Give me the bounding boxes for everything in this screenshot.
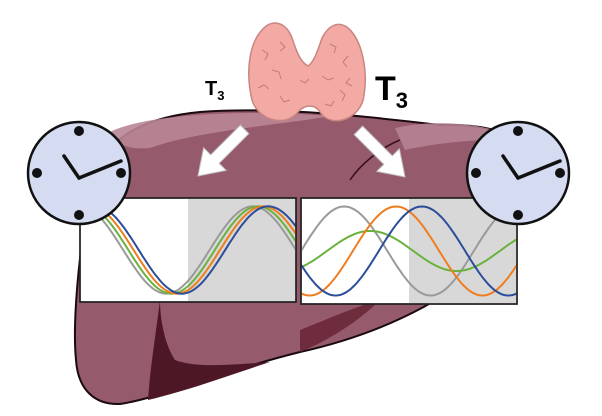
thyroid-gland bbox=[248, 22, 366, 122]
thyroid-body bbox=[248, 22, 366, 122]
rhythm-panel-low-t3 bbox=[79, 197, 297, 303]
rhythm-panel-high-t3 bbox=[300, 197, 518, 305]
t3-label-small: T3 bbox=[205, 78, 224, 103]
liver-highlight bbox=[110, 113, 330, 149]
rhythm-curve-2 bbox=[300, 230, 518, 272]
liver-lobe-fissure bbox=[349, 139, 401, 181]
rhythm-curve-3 bbox=[79, 205, 297, 295]
arrow-icon-left bbox=[197, 124, 250, 177]
clock-icon-left bbox=[26, 120, 132, 226]
liver-shadow-lower bbox=[300, 300, 380, 352]
arrow-icon-right bbox=[353, 125, 406, 178]
clock-icon-right bbox=[465, 120, 571, 226]
liver-shadow bbox=[148, 300, 270, 400]
rhythm-curve-4 bbox=[79, 205, 297, 295]
rhythm-curve-4 bbox=[300, 205, 518, 297]
rhythm-curve-1 bbox=[300, 205, 518, 297]
t3-label-large: T3 bbox=[375, 70, 408, 113]
